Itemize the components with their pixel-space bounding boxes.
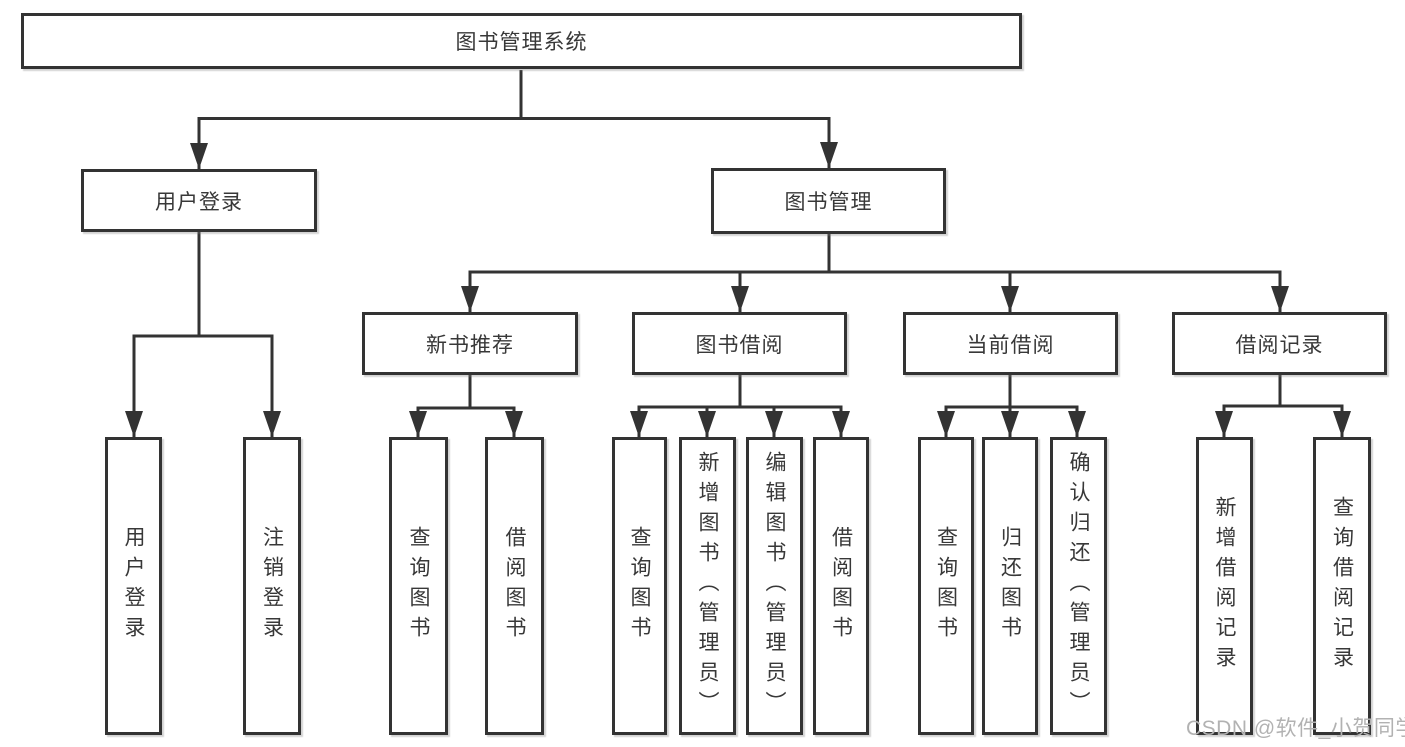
leaf-confirm-return-admin: 确认归还（管理员） [1050,437,1107,735]
node-user-login: 用户登录 [81,169,317,232]
leaf-user-login: 用户登录 [105,437,162,735]
leaf-borrow-books-recommend: 借阅图书 [485,437,544,735]
leaf-query-books-recommend: 查询图书 [389,437,448,735]
node-borrow-records: 借阅记录 [1172,312,1387,375]
leaf-add-books-admin: 新增图书（管理员） [679,437,736,735]
leaf-edit-books-admin: 编辑图书（管理员） [746,437,803,735]
leaf-query-books-borrow: 查询图书 [612,437,667,735]
leaf-query-books-current: 查询图书 [918,437,974,735]
leaf-return-books: 归还图书 [982,437,1038,735]
node-current-borrow: 当前借阅 [903,312,1118,375]
watermark: CSDN @软件_小贺同学 [1186,717,1405,740]
leaf-borrow-books: 借阅图书 [813,437,869,735]
node-library-system: 图书管理系统 [21,13,1022,69]
node-new-book-recommend: 新书推荐 [362,312,578,375]
leaf-logout: 注销登录 [243,437,301,735]
leaf-add-borrow-record: 新增借阅记录 [1196,437,1253,735]
leaf-query-borrow-record: 查询借阅记录 [1313,437,1371,735]
node-book-management: 图书管理 [711,168,946,234]
node-book-borrow: 图书借阅 [632,312,847,375]
